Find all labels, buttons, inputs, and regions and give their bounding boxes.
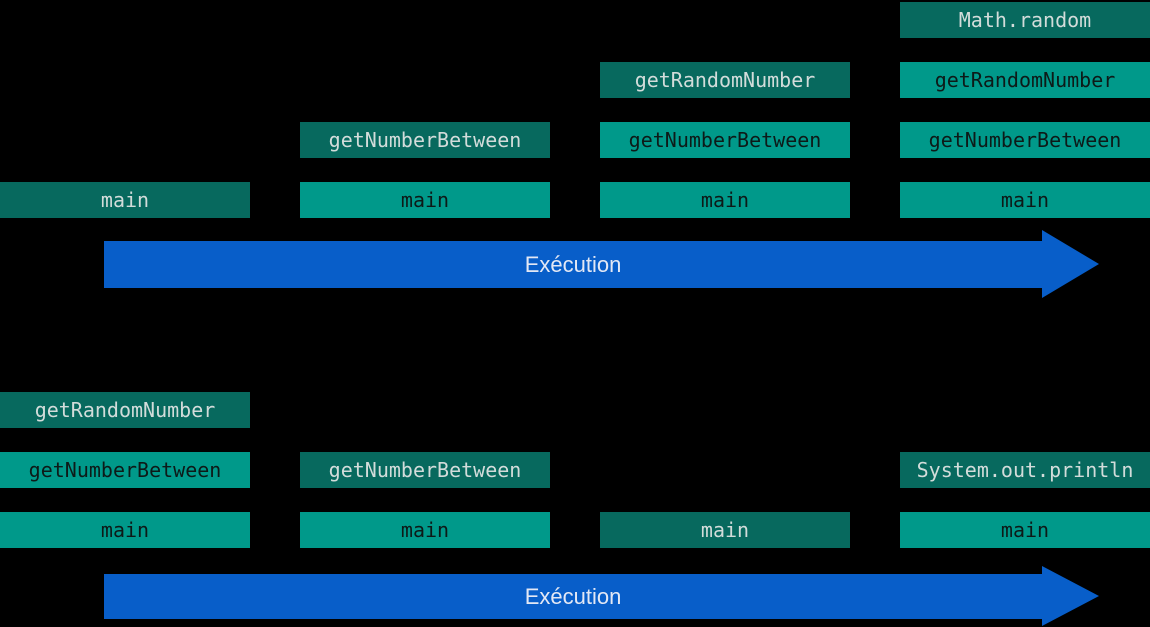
- execution-arrow-label-top: Exécution: [524, 251, 622, 277]
- execution-arrow-bottom: [104, 566, 1099, 626]
- execution-arrow-top: [104, 230, 1099, 298]
- execution-arrow-label-bottom: Exécution: [524, 583, 622, 609]
